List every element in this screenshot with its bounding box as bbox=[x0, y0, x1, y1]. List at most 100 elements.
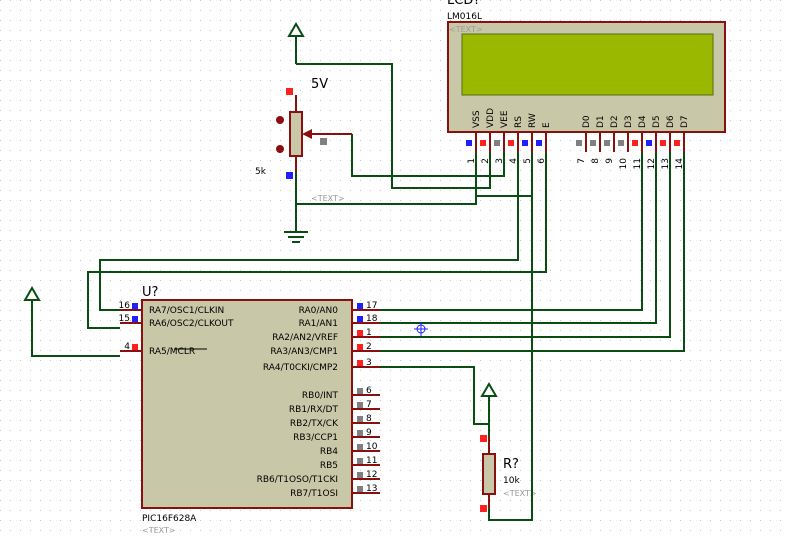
mcu-pin-name: RB0/INT bbox=[302, 391, 339, 401]
mcu-pin-name: RB4 bbox=[320, 447, 338, 457]
pin-marker bbox=[632, 140, 638, 146]
lcd-pin-number: 5 bbox=[523, 158, 533, 164]
pot-body bbox=[289, 111, 303, 157]
mcu-pin-number: 9 bbox=[366, 428, 372, 438]
lcd-pin-number: 11 bbox=[633, 158, 643, 169]
lcd-pin-number: 4 bbox=[509, 158, 519, 164]
pot-value-label: 5k bbox=[255, 167, 267, 177]
mcu-pin-number: 18 bbox=[366, 314, 378, 324]
mcu-text-placeholder: <TEXT> bbox=[142, 526, 176, 535]
lcd-pin-number: 2 bbox=[481, 158, 491, 164]
wire-d7 bbox=[380, 152, 685, 352]
lcd-module[interactable]: LCD? LM016L <TEXT> VSS1VDD2VEE3RS4RW5E6D… bbox=[447, 0, 726, 170]
pin-marker bbox=[357, 472, 363, 478]
pin-marker bbox=[357, 388, 363, 394]
pot-text-placeholder: <TEXT> bbox=[311, 194, 345, 203]
lcd-pin-number: 10 bbox=[619, 158, 629, 170]
lcd-screen bbox=[461, 33, 714, 96]
lcd-pin-number: 3 bbox=[495, 158, 505, 164]
lcd-pin-name: D2 bbox=[610, 115, 620, 128]
pin-marker bbox=[357, 458, 363, 464]
mcu-body bbox=[141, 299, 353, 509]
mcu-pin-number: 13 bbox=[366, 484, 377, 494]
lcd-pin-name: D4 bbox=[638, 115, 648, 128]
pin-marker bbox=[320, 138, 327, 145]
wire-mclr-supply bbox=[31, 300, 120, 357]
mcu-pin-name: RA5/MCLR bbox=[149, 347, 195, 357]
pin-marker bbox=[576, 140, 582, 146]
lcd-pin-name: VSS bbox=[472, 110, 482, 128]
pin-marker bbox=[132, 344, 138, 350]
wire-vss bbox=[296, 152, 477, 205]
lcd-pin-name: RS bbox=[514, 116, 524, 128]
mcu-pin-name: RA7/OSC1/CLKIN bbox=[149, 306, 224, 316]
mcu-pin-number: 6 bbox=[366, 386, 372, 396]
pot-adjust-down-icon[interactable] bbox=[276, 145, 284, 153]
resistor-body bbox=[482, 453, 496, 495]
lcd-pin-name: D0 bbox=[582, 115, 592, 128]
mcu-pin-number: 8 bbox=[366, 414, 372, 424]
mcu-pin-number: 3 bbox=[366, 358, 372, 368]
pin-marker bbox=[480, 140, 486, 146]
mcu-pin-name: RA6/OSC2/CLKOUT bbox=[149, 319, 234, 329]
mcu-pin-number: 2 bbox=[366, 342, 372, 352]
mcu-pin-number: 4 bbox=[124, 342, 130, 352]
lcd-ref-label: LCD? bbox=[447, 0, 480, 8]
mcu-pin-name: RB2/TX/CK bbox=[290, 419, 339, 429]
mcu-pin-name: RB5 bbox=[320, 461, 338, 471]
resistor-ref-label: R? bbox=[503, 457, 519, 472]
pin-marker bbox=[466, 140, 472, 146]
lcd-pin-number: 8 bbox=[591, 158, 601, 164]
mcu-pin-name: RA4/T0CKI/CMP2 bbox=[263, 363, 338, 373]
wire-d5 bbox=[380, 152, 657, 324]
lcd-pin-name: VEE bbox=[500, 110, 510, 128]
pin-marker bbox=[604, 140, 610, 146]
lcd-pin-name: D6 bbox=[666, 115, 676, 128]
potentiometer[interactable]: 5V 5k <TEXT> bbox=[255, 22, 352, 243]
mcu-model-label: PIC16F628A bbox=[142, 514, 197, 524]
mcu-pin-number: 17 bbox=[366, 301, 377, 311]
lcd-pin-number: 14 bbox=[675, 158, 685, 170]
lcd-pin-number: 13 bbox=[661, 158, 671, 169]
mcu-pin-number: 15 bbox=[119, 314, 130, 324]
pin-marker bbox=[494, 140, 500, 146]
wire-network bbox=[23, 63, 685, 521]
lcd-pin-name: VDD bbox=[486, 108, 496, 128]
pot-supply-label: 5V bbox=[311, 77, 328, 92]
pin-marker bbox=[357, 360, 363, 366]
pin-marker bbox=[357, 430, 363, 436]
wire-e bbox=[87, 152, 547, 329]
lcd-pin-name: E bbox=[542, 122, 552, 128]
lcd-pin-name: D3 bbox=[624, 115, 634, 128]
mcu-pin-number: 7 bbox=[366, 400, 372, 410]
mcu-pin-number: 12 bbox=[366, 470, 377, 480]
pin-marker bbox=[646, 140, 652, 146]
pot-adjust-up-icon[interactable] bbox=[276, 116, 284, 124]
lcd-pin-number: 6 bbox=[537, 158, 547, 164]
lcd-model-label: LM016L bbox=[447, 12, 482, 22]
pin-marker bbox=[618, 140, 624, 146]
mcu-pin-name: RA3/AN3/CMP1 bbox=[270, 347, 338, 357]
wiper-arrow-icon bbox=[302, 129, 312, 139]
resistor-value-label: 10k bbox=[503, 476, 520, 486]
wire-vee bbox=[351, 134, 505, 177]
pin-marker bbox=[286, 172, 293, 179]
lcd-pin-group: VSS1VDD2VEE3RS4RW5E6D07D18D29D310D411D51… bbox=[466, 108, 690, 170]
lcd-text-placeholder: <TEXT> bbox=[449, 25, 483, 34]
resistor-text-placeholder: <TEXT> bbox=[503, 489, 537, 498]
resistor[interactable]: R? 10k <TEXT> bbox=[480, 382, 537, 512]
wire-d4 bbox=[380, 152, 643, 311]
pin-marker bbox=[590, 140, 596, 146]
microcontroller[interactable]: U? PIC16F628A <TEXT> RA7/OSC1/CLKIN 16RA6… bbox=[119, 285, 380, 535]
mcu-ref-label: U? bbox=[142, 285, 158, 300]
lcd-pin-number: 7 bbox=[577, 158, 587, 164]
lcd-pin-name: D1 bbox=[596, 115, 606, 128]
pin-marker bbox=[480, 505, 487, 512]
mcu-pin-name: RA2/AN2/VREF bbox=[272, 333, 338, 343]
mcu-pin-name: RB7/T1OSI bbox=[290, 489, 338, 499]
lcd-pin-name: RW bbox=[528, 113, 538, 128]
mcu-pin-number: 16 bbox=[119, 301, 131, 311]
mcu-pin-number: 10 bbox=[366, 442, 378, 452]
lcd-pin-number: 12 bbox=[647, 158, 657, 169]
